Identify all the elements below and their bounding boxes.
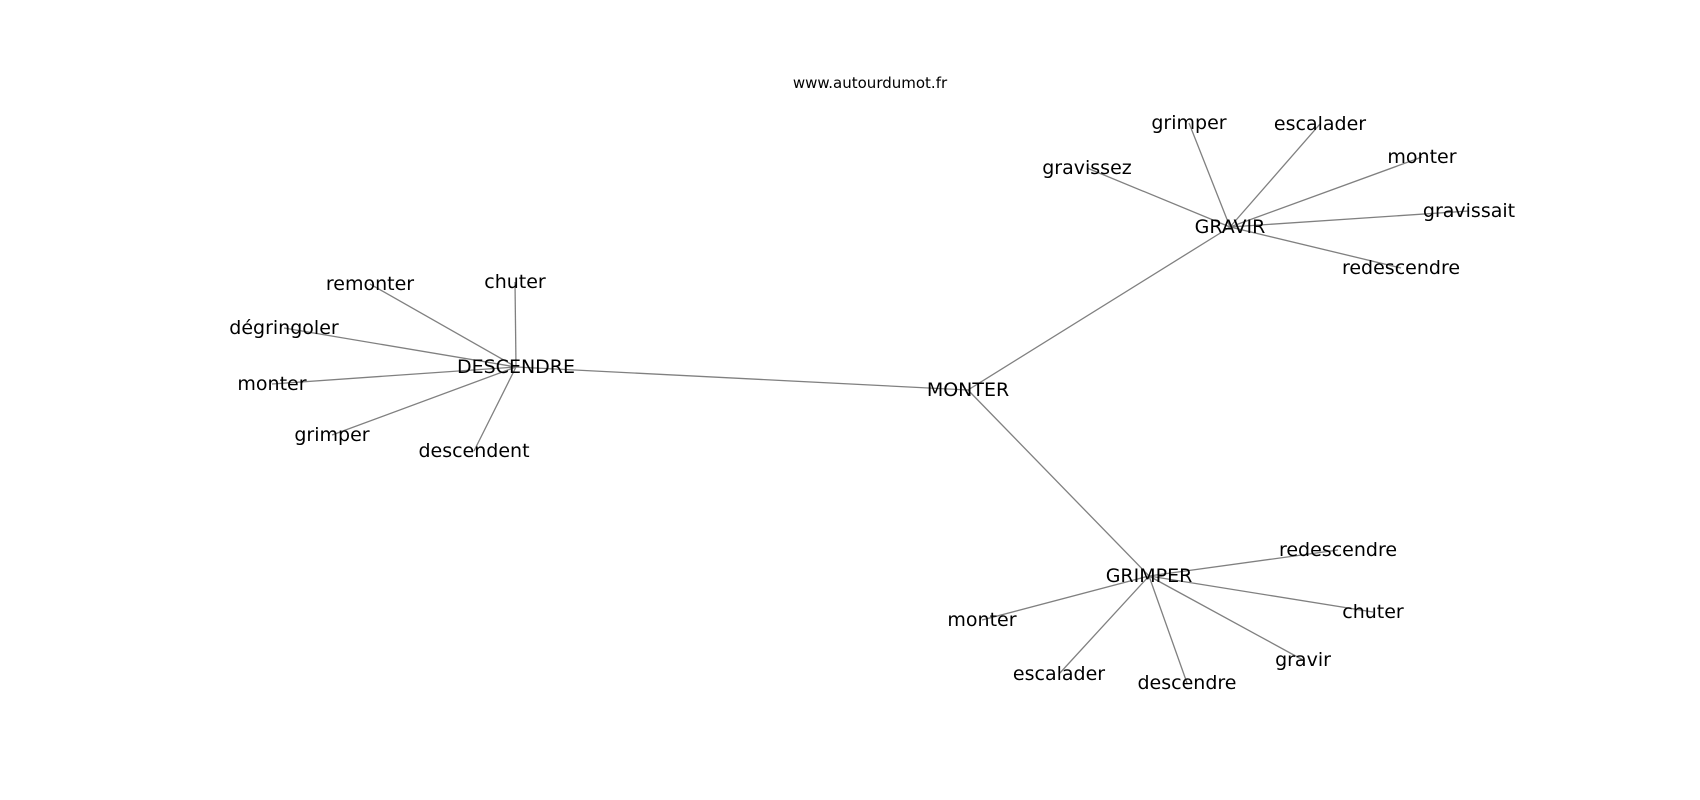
node-grimper-escalader[interactable]: escalader <box>1013 663 1105 685</box>
node-descendre-chuter[interactable]: chuter <box>484 271 546 293</box>
node-descendre-remonter[interactable]: remonter <box>326 273 414 295</box>
node-grimper-gravir[interactable]: gravir <box>1275 649 1331 671</box>
node-grimper-descendre[interactable]: descendre <box>1138 672 1237 694</box>
node-grimper-redescendre[interactable]: redescendre <box>1279 539 1397 561</box>
node-gravir-monter[interactable]: monter <box>1387 146 1456 168</box>
edge-gravir-gravissez <box>1086 167 1231 228</box>
watermark-text[interactable]: www.autourdumot.fr <box>793 74 948 92</box>
node-gravir-gravissait[interactable]: gravissait <box>1423 200 1515 222</box>
edge-descendre-degringoler <box>283 327 517 368</box>
edge-monter-descendre <box>515 366 969 391</box>
edge-grimper-monter <box>981 575 1150 621</box>
node-gravir-redescendre[interactable]: redescendre <box>1342 257 1460 279</box>
node-gravir-grimper[interactable]: grimper <box>1151 112 1226 134</box>
edge-descendre-remonter <box>369 283 517 368</box>
node-gravir-gravissez[interactable]: gravissez <box>1042 157 1132 179</box>
edge-monter-gravir <box>967 226 1231 391</box>
edge-descendre-monter <box>271 366 517 385</box>
edge-grimper-redescendre <box>1148 549 1339 577</box>
graph-edges <box>271 122 1470 684</box>
edge-descendre-descendent <box>473 366 517 452</box>
node-grimper[interactable]: GRIMPER <box>1106 565 1193 587</box>
node-descendre-descendent[interactable]: descendent <box>418 440 529 462</box>
edge-gravir-escalader <box>1229 123 1321 228</box>
node-monter[interactable]: MONTER <box>927 379 1009 401</box>
edge-grimper-chuter <box>1148 575 1374 613</box>
edge-descendre-chuter <box>514 281 517 368</box>
node-grimper-chuter[interactable]: chuter <box>1342 601 1404 623</box>
edge-gravir-monter <box>1229 156 1423 228</box>
graph-labels: www.autourdumot.fr MONTER DESCENDRE remont… <box>229 74 1515 694</box>
edge-gravir-redescendre <box>1229 226 1402 269</box>
edge-gravir-grimper <box>1188 122 1231 228</box>
node-gravir-escalader[interactable]: escalader <box>1274 113 1366 135</box>
node-descendre-degringoler[interactable]: dégringoler <box>229 317 339 339</box>
edge-grimper-gravir <box>1148 575 1304 661</box>
node-gravir[interactable]: GRAVIR <box>1195 216 1266 238</box>
node-descendre-grimper[interactable]: grimper <box>294 424 369 446</box>
node-descendre[interactable]: DESCENDRE <box>457 356 575 378</box>
edge-gravir-gravissait <box>1229 210 1470 228</box>
node-grimper-monter[interactable]: monter <box>947 609 1016 631</box>
edge-monter-grimper <box>967 389 1150 577</box>
edge-grimper-escalader <box>1058 575 1150 675</box>
edge-descendre-grimper <box>331 366 517 436</box>
node-descendre-monter[interactable]: monter <box>237 373 306 395</box>
edge-grimper-descendre <box>1148 575 1188 684</box>
